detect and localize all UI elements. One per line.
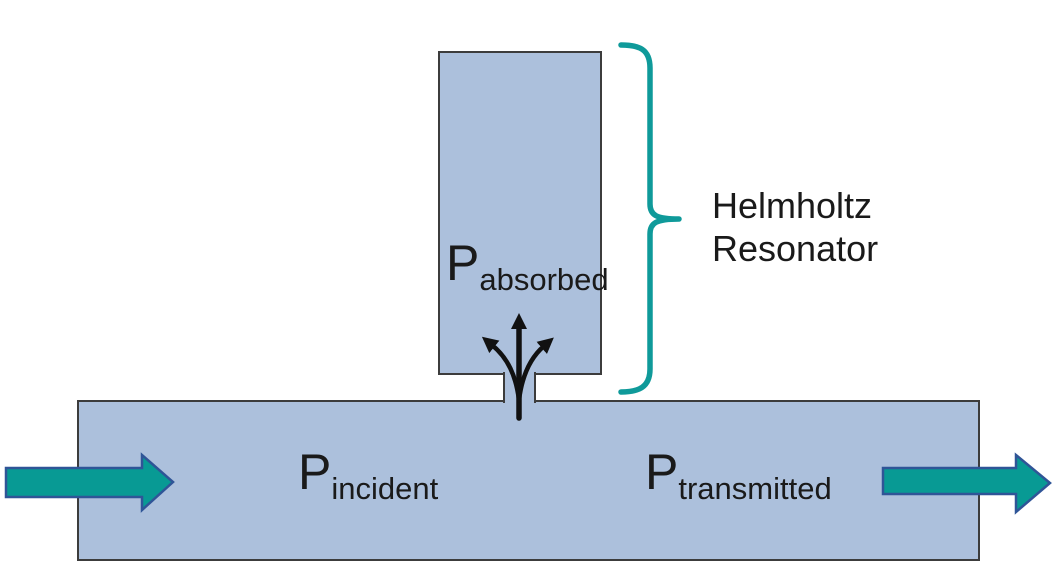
resonator-caption-line1: Helmholtz [712, 185, 873, 226]
transmitted-flow-arrow-icon [881, 452, 1052, 515]
transmitted-pressure-symbol: P [645, 444, 679, 500]
transmitted-pressure-subscript: transmitted [678, 471, 832, 507]
resonator-brace-icon [618, 42, 682, 395]
incident-pressure-label: Pincident [298, 444, 438, 504]
incident-pressure-symbol: P [298, 444, 332, 500]
incident-flow-arrow-icon [4, 452, 175, 513]
incident-pressure-subscript: incident [331, 471, 439, 507]
resonator-caption-line2: Resonator [712, 228, 879, 269]
resonator-caption: Helmholtz Resonator [712, 184, 878, 270]
absorbed-pressure-symbol: P [446, 235, 480, 291]
absorbed-pressure-label: Pabsorbed [446, 235, 609, 295]
absorbed-pressure-subscript: absorbed [479, 262, 609, 298]
duct-shape [77, 400, 980, 561]
transmitted-pressure-label: Ptransmitted [645, 444, 832, 504]
absorbed-flow-arrows-icon [481, 313, 554, 421]
